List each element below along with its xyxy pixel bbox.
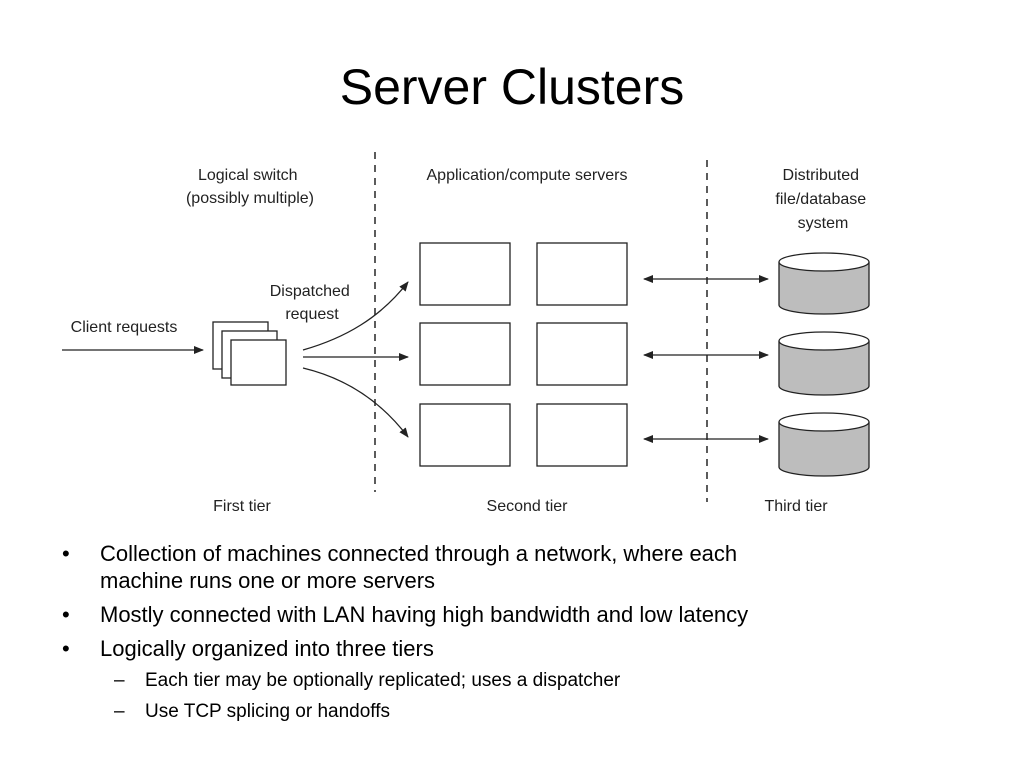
- label-dispatched-request: Dispatched request: [270, 283, 355, 323]
- server-box: [536, 403, 628, 467]
- sub-bullet-marker: –: [114, 670, 125, 691]
- sub-bullet-item: – Each tier may be optionally replicated…: [62, 669, 962, 693]
- bullet-text: Mostly connected with LAN having high ba…: [100, 602, 749, 627]
- tier-label-second: Second tier: [487, 498, 569, 515]
- sub-bullet-text: Each tier may be optionally replicated; …: [145, 670, 621, 691]
- database-cylinder: [778, 252, 870, 315]
- bullet-item: • Logically organized into three tiers: [62, 635, 962, 662]
- bullet-marker: •: [62, 541, 70, 566]
- sub-bullet-text: Use TCP splicing or handoffs: [145, 701, 391, 722]
- dispatch-arrow-bottom: [302, 367, 409, 438]
- slide-title: Server Clusters: [339, 59, 685, 115]
- label-distributed-system: Distributed file/database system: [775, 167, 870, 232]
- label-app-servers: Application/compute servers: [427, 167, 628, 184]
- bullet-text: Logically organized into three tiers: [100, 636, 434, 661]
- bullet-item: • Collection of machines connected throu…: [62, 540, 962, 594]
- sub-bullet-item: – Use TCP splicing or handoffs: [62, 700, 962, 724]
- bullet-marker: •: [62, 636, 70, 661]
- bullet-text: Collection of machines connected through…: [100, 541, 738, 566]
- server-box: [419, 403, 511, 467]
- tier-label-first: First tier: [213, 498, 271, 515]
- database-cylinder: [778, 331, 870, 396]
- sub-bullet-marker: –: [114, 701, 125, 722]
- label-logical-switch: Logical switch (possibly multiple): [186, 167, 314, 207]
- server-box: [536, 242, 628, 306]
- label-client-requests: Client requests: [71, 319, 178, 336]
- logical-switch-icon: [212, 321, 287, 386]
- bullet-list: • Collection of machines connected throu…: [62, 540, 962, 731]
- tier-label-third: Third tier: [764, 498, 828, 515]
- application-servers: [419, 242, 628, 467]
- server-box: [419, 322, 511, 386]
- dispatch-arrow-top: [302, 281, 409, 351]
- server-box: [536, 322, 628, 386]
- bullet-item: • Mostly connected with LAN having high …: [62, 601, 962, 628]
- server-box: [419, 242, 511, 306]
- bullet-marker: •: [62, 602, 70, 627]
- database-cylinder: [778, 412, 870, 477]
- bullet-text: machine runs one or more servers: [100, 568, 436, 593]
